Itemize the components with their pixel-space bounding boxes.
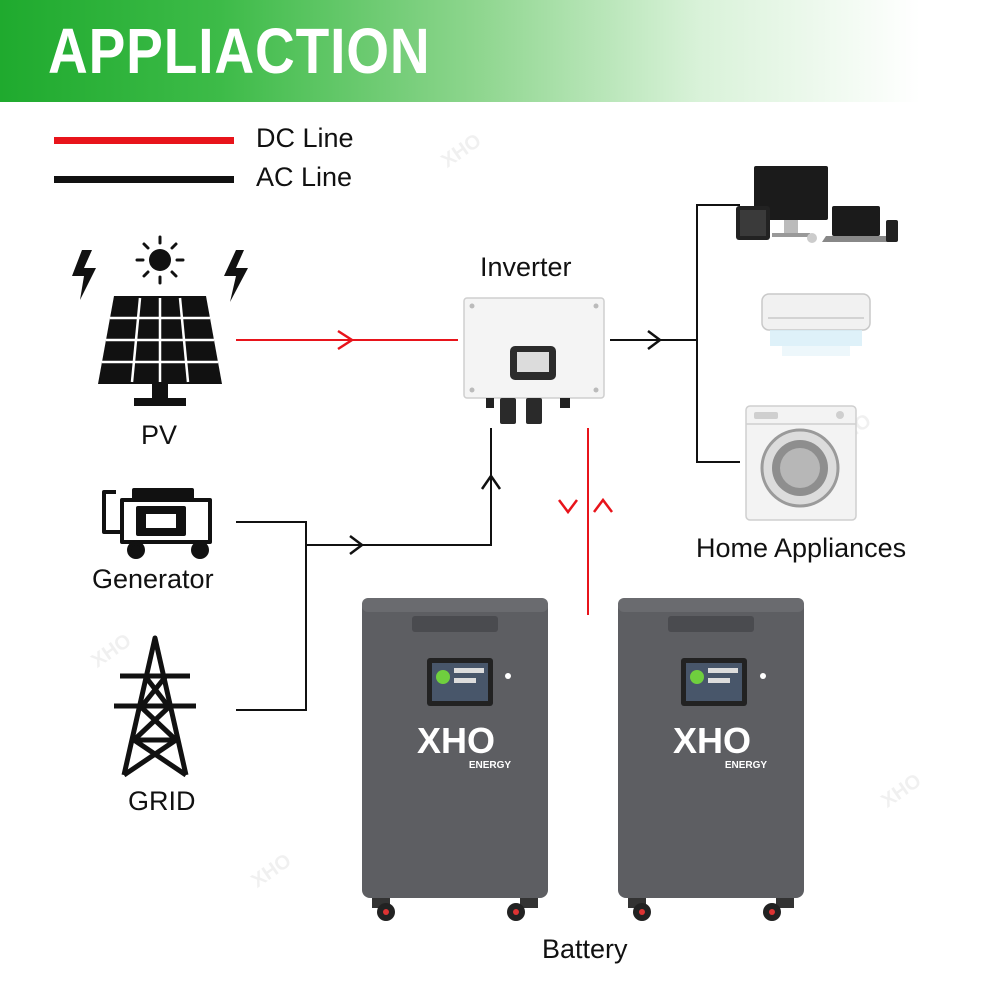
brand-logo-sub: ENERGY [725, 760, 768, 771]
battery-cabinet-icon [362, 598, 548, 921]
brand-logo-sub: ENERGY [469, 760, 512, 771]
header-banner: APPLIACTION [0, 0, 1000, 102]
ac-line-label: AC Line [256, 162, 353, 192]
lightning-icon [224, 250, 248, 302]
washing-machine-icon [745, 405, 857, 521]
generator-label: Generator [92, 564, 214, 594]
solar-panel-icon [98, 296, 222, 406]
ac-line-inverter-loads [610, 204, 740, 463]
air-conditioner-icon [761, 293, 871, 356]
pv-label: PV [141, 420, 178, 450]
dc-line-pv-inverter [236, 329, 458, 351]
brand-logo: XHO [673, 720, 751, 761]
power-tower-icon [114, 635, 196, 778]
generator-icon [102, 488, 212, 559]
sun-icon [135, 235, 185, 285]
ac-line-swatch [54, 176, 234, 183]
home-appliances-label: Home Appliances [696, 533, 907, 563]
brand-logo: XHO [417, 720, 495, 761]
battery-label: Battery [542, 934, 628, 964]
dc-line-battery-inverter [558, 428, 613, 615]
inverter-label: Inverter [480, 252, 572, 282]
grid-label: GRID [128, 786, 196, 816]
ac-line-sources-inverter [236, 428, 502, 711]
lightning-icon [72, 250, 96, 300]
inverter-icon [463, 297, 605, 424]
computer-devices-icon [736, 166, 898, 243]
battery-cabinet-icon [618, 598, 804, 921]
dc-line-swatch [54, 137, 234, 144]
dc-line-label: DC Line [256, 123, 354, 153]
page-title: APPLIACTION [48, 15, 431, 87]
